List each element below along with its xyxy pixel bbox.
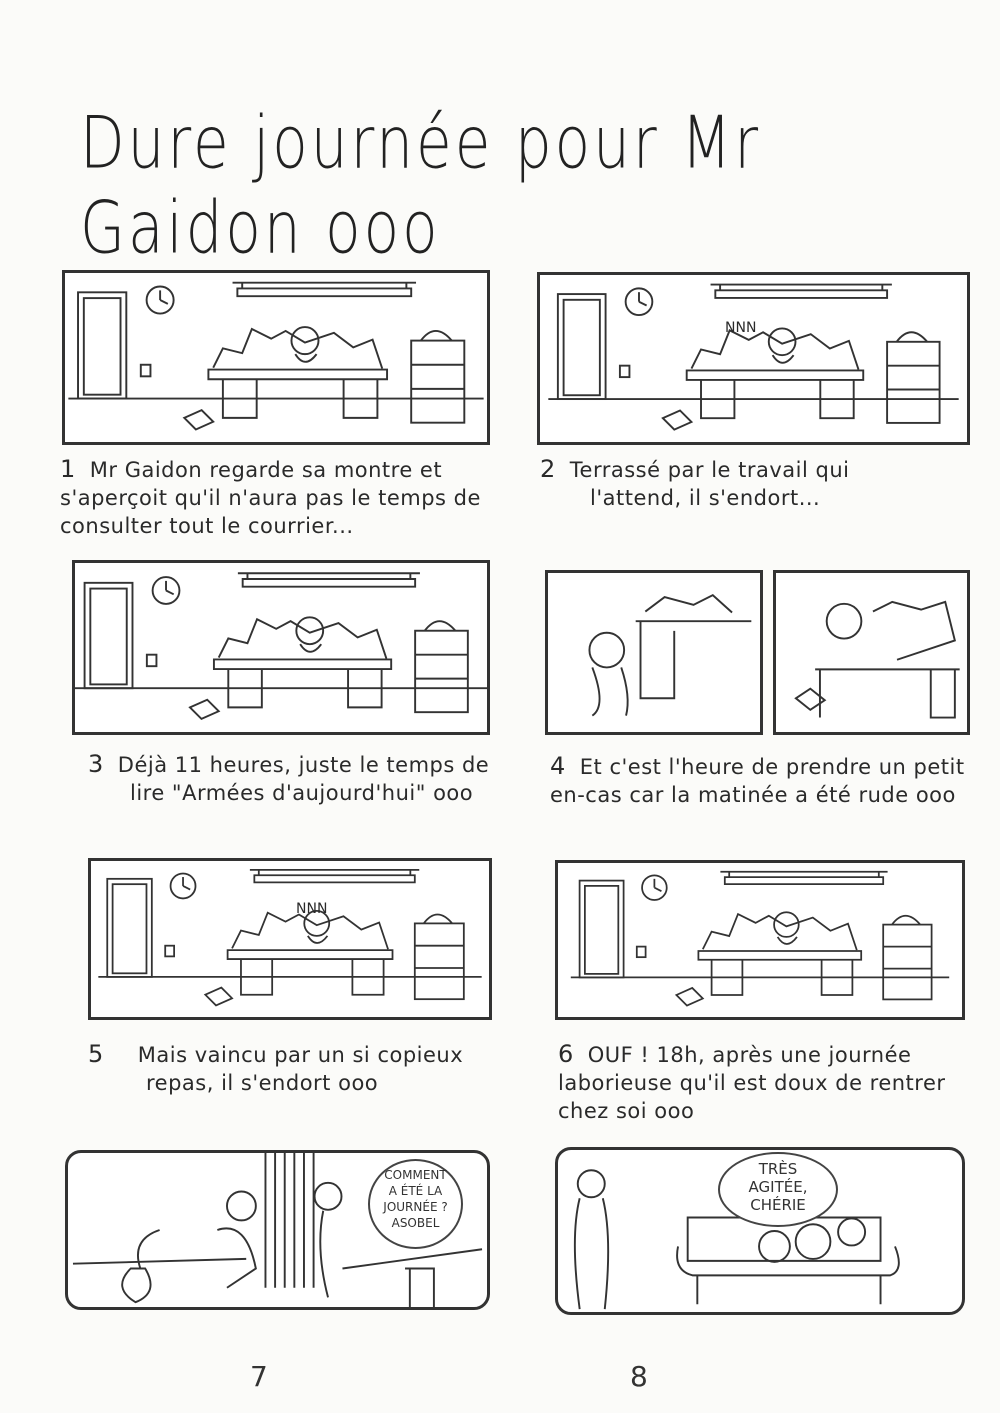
caption-line: repas, il s'endort ooo xyxy=(146,1071,379,1095)
man-returns-home-drawing xyxy=(72,1153,483,1307)
snore-sound: NNN xyxy=(296,901,328,917)
page-title: Dure journée pour Mr Gaidon ooo xyxy=(80,100,762,270)
bubble-line: TRÈS xyxy=(758,1160,798,1178)
caption-line: Terrassé par le travail qui xyxy=(569,458,850,482)
office-scene-drawing xyxy=(65,273,487,442)
caption-line: OUF ! 18h, après une journée xyxy=(587,1043,912,1067)
caption-line: en-cas car la matinée a été rude ooo xyxy=(550,783,956,807)
panel-number: 4 xyxy=(550,752,566,780)
caption-4: 4 Et c'est l'heure de prendre un petit en… xyxy=(550,752,965,809)
caption-line: s'aperçoit qu'il n'aura pas le temps de xyxy=(60,486,481,510)
panel-number: 5 xyxy=(88,1040,104,1068)
caption-line: Mr Gaidon regarde sa montre et xyxy=(89,458,443,482)
comic-panel-2: NNN xyxy=(537,272,970,445)
caption-line: chez soi ooo xyxy=(558,1099,695,1123)
bubble-line: JOURNÉE ? xyxy=(383,1200,448,1214)
man-with-papers-drawing xyxy=(588,594,752,717)
caption-2: 2 Terrassé par le travail qui l'attend, i… xyxy=(540,455,850,512)
bubble-line: COMMENT xyxy=(384,1168,447,1182)
comic-panel-5: NNN xyxy=(88,858,492,1020)
man-on-sofa-drawing xyxy=(573,1169,900,1310)
office-scene-drawing xyxy=(75,563,487,732)
caption-3: 3 Déjà 11 heures, juste le temps de lire … xyxy=(88,750,489,807)
panel-number: 6 xyxy=(558,1040,574,1068)
bubble-line: A ÉTÉ LA xyxy=(388,1184,443,1198)
caption-1: 1 Mr Gaidon regarde sa montre et s'aperço… xyxy=(60,455,481,540)
caption-line: Mais vaincu par un si copieux xyxy=(137,1043,464,1067)
caption-6: 6 OUF ! 18h, après une journée laborieuse… xyxy=(558,1040,946,1125)
comic-panel-3 xyxy=(72,560,490,735)
comic-panel-6 xyxy=(555,860,965,1020)
speech-bubble: TRÈS AGITÉE, CHÉRIE xyxy=(718,1152,838,1227)
panel-number: 8 xyxy=(630,1360,648,1393)
caption-line: lire "Armées d'aujourd'hui" ooo xyxy=(130,781,474,805)
caption-line: Et c'est l'heure de prendre un petit xyxy=(579,755,965,779)
speech-bubble: COMMENT A ÉTÉ LA JOURNÉE ? ASOBEL xyxy=(368,1159,463,1249)
comic-panel-8: TRÈS AGITÉE, CHÉRIE xyxy=(555,1147,965,1315)
office-scene-drawing xyxy=(558,863,962,1017)
comic-panel-4b xyxy=(773,570,970,735)
bubble-line: CHÉRIE xyxy=(750,1196,806,1214)
snore-sound: NNN xyxy=(725,320,757,336)
office-scene-drawing xyxy=(91,861,489,1017)
caption-line: Déjà 11 heures, juste le temps de xyxy=(117,753,490,777)
office-scene-drawing xyxy=(540,275,967,442)
panel-number: 7 xyxy=(250,1360,268,1393)
comic-panel-7: COMMENT A ÉTÉ LA JOURNÉE ? ASOBEL xyxy=(65,1150,490,1310)
bubble-line: AGITÉE, xyxy=(748,1178,808,1196)
panel-number: 2 xyxy=(540,455,556,483)
comic-panel-1 xyxy=(62,270,490,445)
panel-number: 3 xyxy=(88,750,104,778)
comic-panel-4a xyxy=(545,570,763,735)
caption-line: l'attend, il s'endort... xyxy=(590,486,821,510)
caption-line: consulter tout le courrier... xyxy=(60,514,354,538)
caption-line: laborieuse qu'il est doux de rentrer xyxy=(558,1071,946,1095)
panel-number: 1 xyxy=(60,455,76,483)
man-eating-drawing xyxy=(794,600,960,719)
bubble-line: ASOBEL xyxy=(391,1216,440,1230)
caption-5: 5 Mais vaincu par un si copieux repas, il… xyxy=(88,1040,463,1097)
